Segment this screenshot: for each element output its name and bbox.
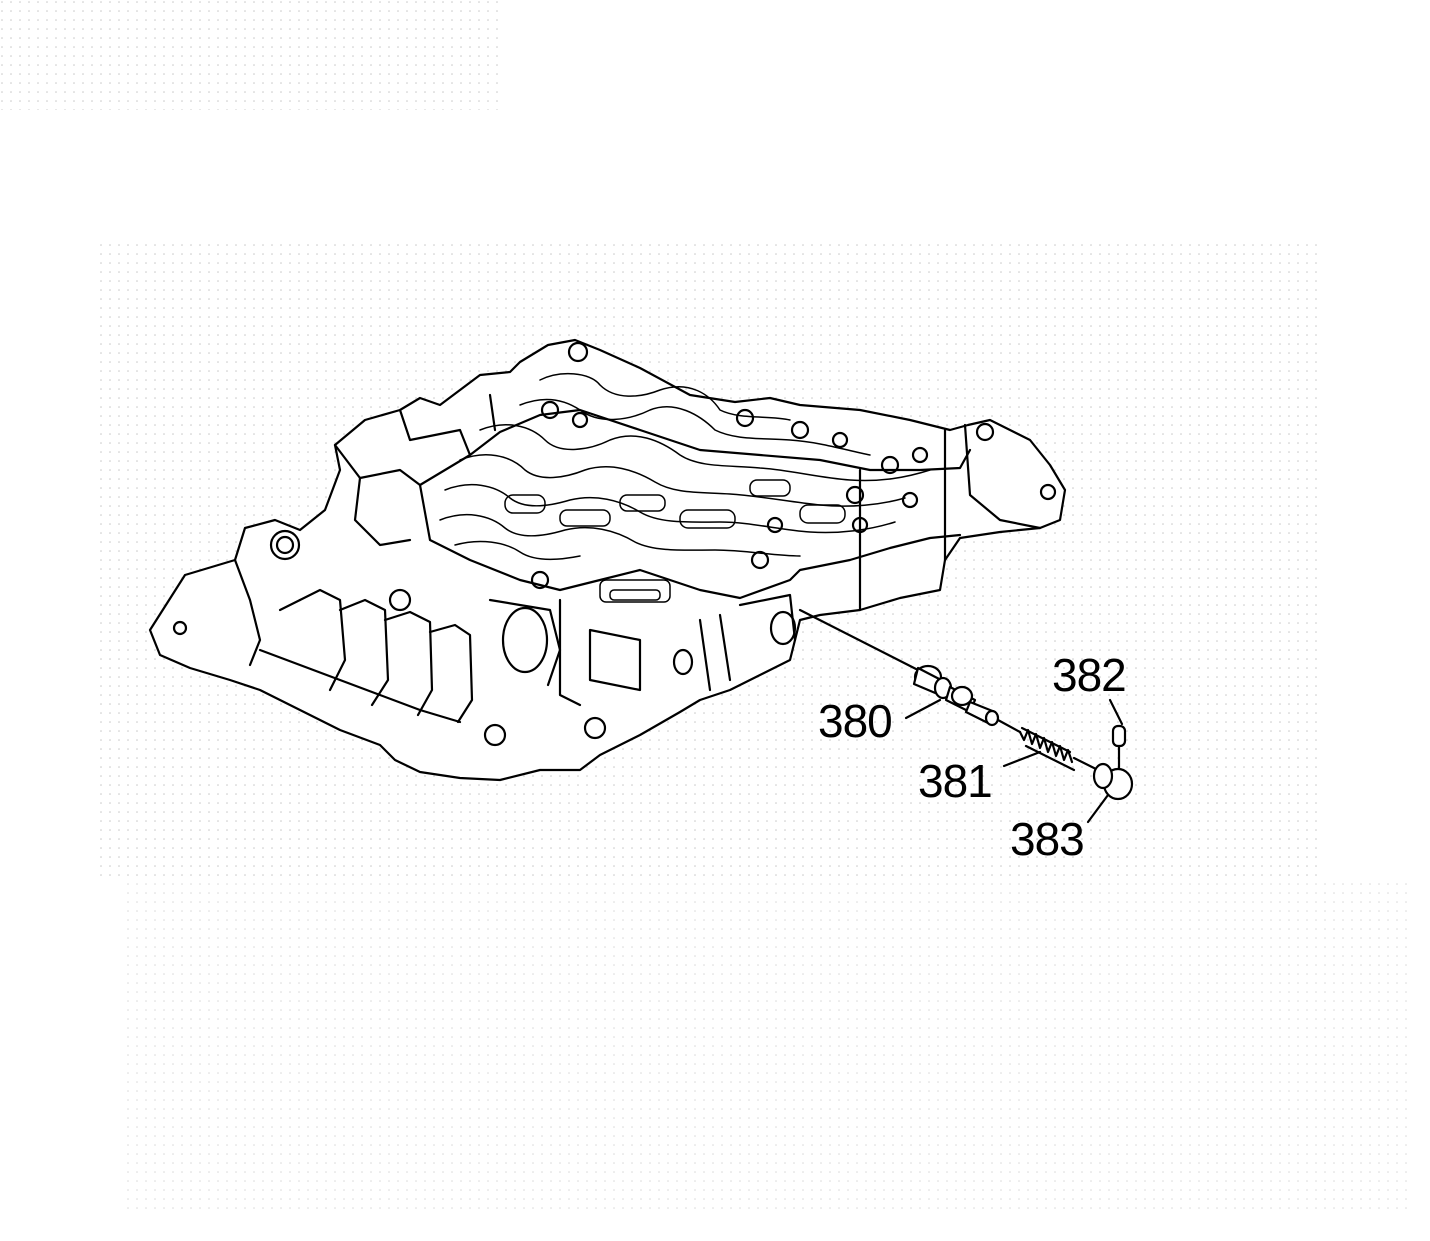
leader-lines <box>904 698 1124 824</box>
callout-382: 382 <box>1052 649 1127 701</box>
part-380-valve <box>912 664 1022 734</box>
valve-body <box>148 338 1067 782</box>
callout-383: 383 <box>1010 813 1085 865</box>
part-382-pin <box>1111 724 1127 770</box>
callout-380: 380 <box>818 695 893 747</box>
fluid-passages <box>439 372 931 603</box>
callout-381: 381 <box>918 755 993 807</box>
exploded-parts <box>798 608 1134 824</box>
part-381-spring <box>1018 726 1100 772</box>
part-383-plug <box>1092 762 1134 801</box>
bolt-holes <box>172 341 929 747</box>
